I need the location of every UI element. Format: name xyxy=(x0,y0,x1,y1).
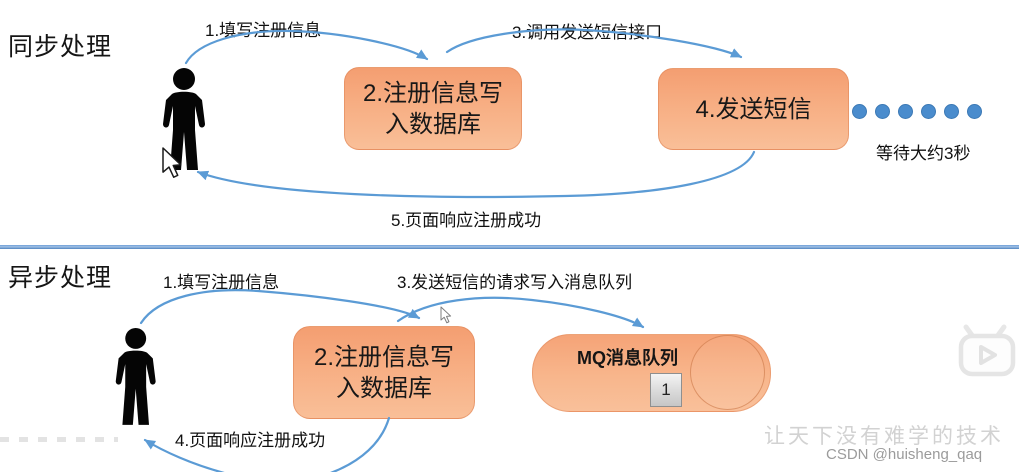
box-register-db-async-line2: 入数据库 xyxy=(336,374,432,402)
cursor-icon-sync xyxy=(162,147,182,178)
wait-dot xyxy=(944,104,959,119)
bilibili-play-icon xyxy=(958,324,1016,377)
fade-dashes xyxy=(0,437,118,442)
cursor-icon-async xyxy=(440,306,452,324)
box-register-db-async: 2.注册信息写 入数据库 xyxy=(293,326,475,419)
wait-label: 等待大约3秒 xyxy=(876,144,971,163)
wait-dot xyxy=(875,104,890,119)
box-register-db-async-line1: 2.注册信息写 xyxy=(313,343,454,371)
wait-dot xyxy=(898,104,913,119)
wait-dot xyxy=(921,104,936,119)
mq-queue: MQ消息队列 1 xyxy=(532,334,771,412)
mq-endcap xyxy=(690,335,765,410)
section-divider xyxy=(0,245,1019,249)
arrow-step3-async xyxy=(396,296,645,329)
box-register-db-sync: 2.注册信息写 入数据库 xyxy=(344,67,522,150)
box-send-sms-label: 4.发送短信 xyxy=(695,95,812,123)
box-register-db-sync-line2: 入数据库 xyxy=(385,110,481,138)
label-step1-async: 1.填写注册信息 xyxy=(163,273,280,292)
box-register-db-sync-line1: 2.注册信息写 xyxy=(362,79,503,107)
watermark-slogan: 让天下没有难学的技术 xyxy=(764,424,1004,448)
label-step5-sync: 5.页面响应注册成功 xyxy=(391,211,542,230)
box-send-sms: 4.发送短信 xyxy=(658,68,849,150)
arrow-step5-sync xyxy=(196,150,756,199)
mq-message-item: 1 xyxy=(650,373,682,407)
person-icon-sync xyxy=(163,68,205,170)
arrow-step1-async xyxy=(139,289,421,325)
label-step3-async: 3.发送短信的请求写入消息队列 xyxy=(397,273,633,292)
label-step4-async: 4.页面响应注册成功 xyxy=(175,431,326,450)
section-title-async: 异步处理 xyxy=(8,264,113,292)
wait-dots xyxy=(852,104,982,119)
label-step3-sync: 3.调用发送短信接口 xyxy=(512,23,663,42)
label-step1-sync: 1.填写注册信息 xyxy=(205,21,322,40)
person-icon-async xyxy=(115,328,156,425)
watermark-credit: CSDN @huisheng_qaq xyxy=(826,446,983,463)
mq-queue-label: MQ消息队列 xyxy=(577,348,678,368)
wait-dot xyxy=(852,104,867,119)
section-title-sync: 同步处理 xyxy=(8,33,113,61)
wait-dot xyxy=(967,104,982,119)
